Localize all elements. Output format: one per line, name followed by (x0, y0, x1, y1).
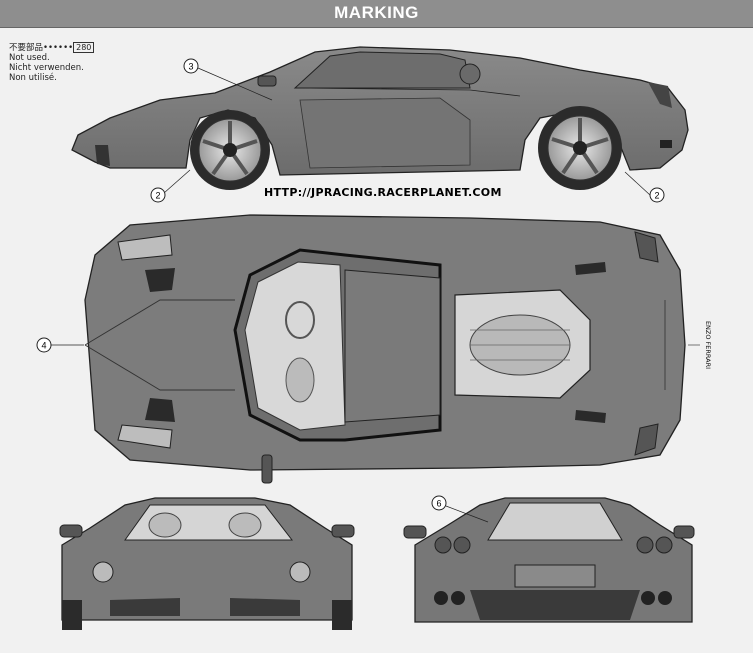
rear-window (487, 502, 623, 541)
callout-side-front: 2 (155, 191, 160, 201)
rear-spoiler (648, 82, 672, 108)
title-bar: MARKING (0, 0, 753, 28)
fuel-cap (459, 63, 481, 85)
callout-side-top: 3 (188, 62, 193, 72)
callout-top-nose: 4 (41, 341, 46, 351)
front-view (59, 497, 355, 630)
front-headlight-r (289, 561, 311, 583)
side-window (293, 51, 471, 89)
top-vent-r (145, 398, 175, 422)
note-line-de: Nicht verwenden. (9, 63, 84, 73)
front-seat-r (228, 512, 262, 538)
front-headlight-l (92, 561, 114, 583)
plate-text: ENZO FERRARI (704, 321, 712, 369)
front-mirror-l (59, 524, 83, 538)
callout-rear-view: 6 (436, 499, 441, 509)
engine-detail (470, 329, 570, 361)
unused-parts-note: 不要部品••••••280 Not used. Nicht verwenden.… (9, 42, 95, 83)
front-wheel (190, 110, 270, 190)
top-rear-lights (634, 231, 659, 456)
part-number-box: 280 (73, 42, 95, 53)
watermark-url: HTTP://JPRACING.RACERPLANET.COM (264, 186, 502, 199)
note-jp-prefix: 不要部品 (9, 43, 44, 53)
callout-side-rear: 2 (654, 191, 659, 201)
cockpit-roof (344, 269, 441, 423)
page-title: MARKING (334, 3, 419, 22)
rear-lights (434, 536, 673, 554)
front-seat-l (148, 512, 182, 538)
side-canopy-line (299, 87, 521, 97)
rear-wheel (538, 106, 622, 190)
side-intake (299, 97, 471, 169)
side-exhaust (660, 140, 672, 148)
front-wheel-r (332, 600, 352, 630)
top-mirror (261, 454, 273, 484)
steering-wheel (285, 301, 315, 339)
note-line-en: Not used. (9, 53, 50, 63)
top-front-headlight-r (117, 424, 173, 449)
front-grille (110, 598, 300, 616)
top-front-headlight-l (117, 234, 173, 261)
rear-mirror-r (673, 525, 695, 539)
top-vent-l (145, 268, 175, 292)
note-dots: •••••• (43, 43, 74, 53)
note-line-fr: Non utilisé. (9, 73, 57, 83)
front-mirror-r (331, 524, 355, 538)
seat-left (285, 357, 315, 403)
rear-exhausts (434, 591, 672, 605)
top-view: ENZO FERRARI 4 (36, 214, 712, 484)
side-mirror (257, 75, 277, 87)
side-front-vent (95, 145, 110, 166)
rear-mirror-l (403, 525, 427, 539)
front-wheel-l (62, 600, 82, 630)
rear-diffuser (470, 590, 640, 620)
rear-view: 6 (403, 495, 695, 623)
side-view: 3 2 2 (71, 46, 689, 203)
cockpit-interior (244, 261, 346, 431)
top-nose-crease (84, 299, 235, 391)
rear-plate-area (514, 564, 596, 588)
